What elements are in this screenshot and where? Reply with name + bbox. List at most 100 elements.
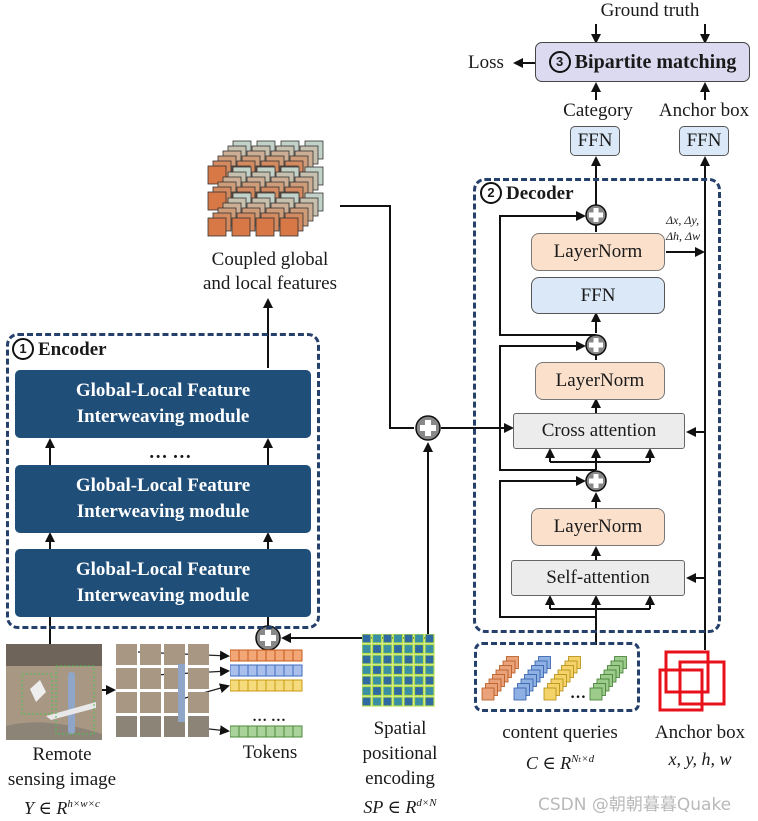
feature-cell (279, 217, 299, 237)
query-cell (589, 687, 603, 701)
bipartite-matching-label: Bipartite matching (574, 50, 737, 73)
feature-cell (231, 217, 251, 237)
decoder-ffn-box: FFN (531, 277, 665, 314)
encoding-cell (362, 675, 372, 686)
encoding-cell (392, 654, 404, 665)
encoding-cell (424, 643, 435, 655)
token-cell (230, 664, 240, 677)
token-cell (283, 649, 294, 662)
coupled-features-line-2: and local features (203, 273, 337, 294)
feature-cell (207, 217, 227, 237)
patched-image (116, 644, 209, 737)
encoding-cell (392, 634, 404, 644)
encoding-cell (403, 634, 414, 644)
remote-sensing-line-1: Remote (32, 744, 92, 765)
encoding-cell (392, 643, 404, 655)
encoding-cell (403, 664, 414, 676)
encoding-cell (392, 664, 404, 676)
content-queries-container (474, 642, 640, 712)
encoding-cell (413, 634, 425, 644)
delta-label: Δx, Δy, Δh, Δw (666, 212, 700, 244)
encoding-cell (413, 664, 425, 676)
encoding-cell (392, 675, 404, 686)
plus-junction-center (415, 415, 441, 441)
coupled-features-line-1: Coupled global (211, 249, 329, 270)
plus-junction-tokens (255, 625, 281, 651)
token-cell (247, 649, 258, 662)
image-patch (188, 668, 209, 689)
feature-cell (255, 217, 275, 237)
encoding-cell (382, 696, 393, 707)
token-bars (230, 649, 303, 738)
encoder-block-1: Global-Local Feature Interweaving module (15, 370, 311, 438)
encoding-cell (362, 654, 372, 665)
encoding-cell (424, 654, 435, 665)
query-cell (513, 687, 527, 701)
encoding-cell (382, 643, 393, 655)
token-cell (292, 679, 303, 692)
category-label: Category (563, 100, 633, 121)
token-cell (256, 664, 267, 677)
query-cell (543, 687, 557, 701)
token-cell (247, 679, 258, 692)
query-cell (481, 687, 495, 701)
encoding-cell (413, 675, 425, 686)
tokens-ellipsis: … … (252, 709, 286, 725)
delta-line-1: Δx, Δy, (666, 213, 700, 227)
patch-plane (178, 664, 185, 722)
step-2-badge: 2 (480, 182, 502, 204)
encoding-cell (392, 696, 404, 707)
content-queries-math: C ∈ RNₜ×d (525, 753, 595, 773)
encoding-cell (403, 696, 414, 707)
image-patch (116, 692, 137, 713)
token-cell (238, 679, 249, 692)
watermark: CSDN @朝朝暮暮Quake (538, 795, 732, 815)
step-1-badge: 1 (12, 338, 34, 360)
spatial-line-2: positional (362, 743, 438, 764)
image-patch (188, 692, 209, 713)
encoding-cell (382, 685, 393, 697)
anchor-box-icon (658, 650, 726, 712)
layernorm-top-box: LayerNorm (531, 233, 665, 271)
queries-ellipsis: … (570, 685, 586, 702)
encoding-cell (362, 664, 372, 676)
token-cell (256, 649, 267, 662)
loss-label: Loss (468, 52, 504, 73)
token-cell (292, 664, 303, 677)
token-cell (230, 649, 240, 662)
image-patch (188, 716, 209, 737)
encoder-block-1-line-2: Interweaving module (76, 406, 250, 427)
token-cell (247, 664, 258, 677)
encoder-block-2: Global-Local Feature Interweaving module (15, 465, 311, 533)
anchor-box-input-label: Anchor box (654, 722, 746, 743)
spatial-math: SP ∈ Rd×N (363, 797, 437, 817)
anchor-box-math: x, y, h, w (668, 749, 732, 769)
token-cell (283, 664, 294, 677)
anchor-box-output-label: Anchor box (658, 100, 750, 121)
delta-line-2: Δh, Δw (666, 229, 701, 243)
token-cell (292, 725, 303, 738)
encoding-cell (403, 675, 414, 686)
token-cell (238, 664, 249, 677)
feature-cell (207, 165, 227, 185)
encoder-ellipsis: … … (148, 442, 192, 463)
encoding-cell (403, 654, 414, 665)
image-patch (188, 644, 209, 665)
encoding-cell (382, 675, 393, 686)
encoder-block-3-line-2: Interweaving module (76, 585, 250, 606)
bipartite-matching-box: 3 Bipartite matching (535, 42, 750, 82)
encoding-cell (371, 654, 383, 665)
remote-sensing-image (6, 644, 102, 740)
ffn-anchor-box: FFN (679, 126, 729, 156)
token-cell (292, 649, 303, 662)
encoding-cell (382, 664, 393, 676)
encoding-cell (382, 654, 393, 665)
tokens-label: Tokens (242, 742, 298, 763)
encoding-cell (371, 634, 383, 644)
encoder-block-1-line-1: Global-Local Feature (75, 380, 251, 401)
image-patch (140, 692, 161, 713)
encoder-container (6, 333, 320, 629)
encoding-cell (362, 634, 372, 644)
